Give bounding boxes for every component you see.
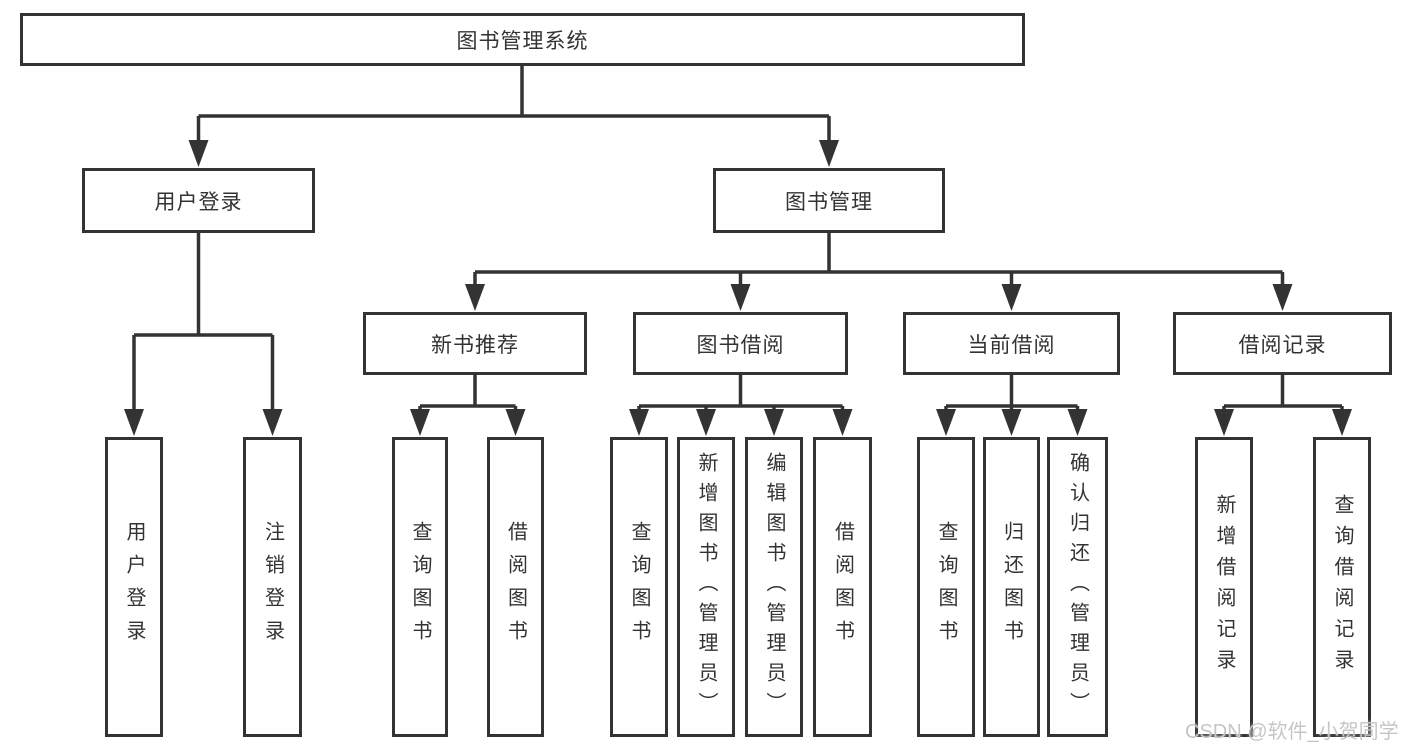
connector-records-to-leaves [1222,375,1344,414]
arrow-down-icon [819,140,839,167]
arrow-down-icon [936,409,956,436]
arrow-down-icon [629,409,649,436]
arrow-down-icon [730,284,751,311]
leaf-borrow-borrow-books: 借阅图书 [813,437,872,737]
node-user-login: 用户登录 [82,168,315,233]
node-label: 查询图书 [409,521,431,653]
arrow-down-icon [1332,409,1352,436]
node-borrow-records: 借阅记录 [1173,312,1392,375]
node-label: 图书借阅 [696,333,785,357]
leaf-borrow-query-books: 查询图书 [610,437,668,737]
node-new-book-recommend: 新书推荐 [363,312,587,375]
node-label: 图书管理系统 [456,29,589,53]
node-label: 归还图书 [1000,521,1023,653]
node-label: 新增借阅记录 [1213,494,1235,680]
arrow-down-icon [505,409,526,436]
node-label: 确认归还（管理员） [1066,452,1089,722]
arrow-down-icon [188,140,209,167]
connector-root-to-level2 [196,66,831,144]
node-label: 查询借阅记录 [1331,494,1353,680]
node-label: 查询图书 [935,521,957,653]
leaf-current-return-books: 归还图书 [983,437,1040,737]
connector-newbooks-to-leaves [418,375,518,414]
arrow-down-icon [124,409,144,436]
arrow-down-icon [764,409,784,436]
arrow-down-icon [832,409,853,436]
node-book-management: 图书管理 [713,168,945,233]
leaf-current-confirm-return-admin: 确认归还（管理员） [1047,437,1108,737]
node-label: 注销登录 [261,521,284,653]
arrow-down-icon [1067,409,1088,436]
node-label: 借阅图书 [831,521,854,653]
arrow-down-icon [1001,409,1022,436]
connector-bookborrow-to-leaves [637,375,845,414]
node-label: 借阅记录 [1238,333,1327,357]
node-current-borrow: 当前借阅 [903,312,1120,375]
arrow-down-icon [696,409,716,436]
leaf-newbooks-query-books: 查询图书 [392,437,448,737]
node-label: 编辑图书（管理员） [763,452,785,722]
arrow-down-icon [1214,409,1234,436]
leaf-current-query-books: 查询图书 [917,437,975,737]
leaf-borrow-edit-books-admin: 编辑图书（管理员） [745,437,803,737]
watermark: CSDN @软件_小贺同学 [1185,721,1399,743]
arrow-down-icon [1001,284,1022,311]
node-label: 用户登录 [123,521,145,653]
node-label: 图书管理 [785,190,873,214]
connector-paths [132,66,1344,414]
leaf-user-login: 用户登录 [105,437,163,737]
node-label: 用户登录 [154,190,243,214]
leaf-records-add-record: 新增借阅记录 [1195,437,1253,737]
connector-currentborrow-to-leaves [944,375,1080,414]
node-label: 新书推荐 [431,333,519,357]
leaf-borrow-add-books-admin: 新增图书（管理员） [677,437,735,737]
node-library-system: 图书管理系统 [20,13,1025,66]
leaf-logout: 注销登录 [243,437,302,737]
arrowheads [124,140,1352,436]
arrow-down-icon [410,409,430,436]
node-label: 当前借阅 [967,333,1056,357]
node-label: 查询图书 [628,521,650,653]
node-label: 借阅图书 [504,521,527,653]
connector-bookmgmt-to-level3 [473,233,1285,289]
arrow-down-icon [262,409,283,436]
node-book-borrow: 图书借阅 [633,312,848,375]
arrow-down-icon [465,284,485,311]
connector-userlogin-to-leaves [132,233,275,414]
node-label: 新增图书（管理员） [695,452,717,722]
leaf-newbooks-borrow-books: 借阅图书 [487,437,544,737]
leaf-records-query-record: 查询借阅记录 [1313,437,1371,737]
arrow-down-icon [1272,284,1293,311]
